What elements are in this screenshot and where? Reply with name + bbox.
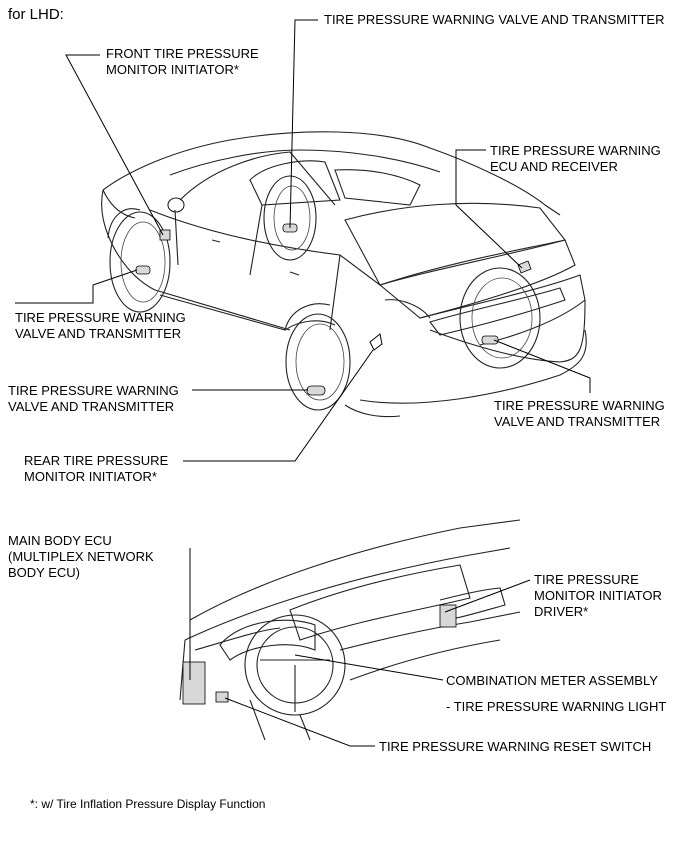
dashboard-parts [182, 604, 457, 705]
valve-front-left-label: TIRE PRESSURE WARNING VALVE AND TRANSMIT… [15, 310, 186, 341]
diagram-header: for LHD: [8, 6, 64, 23]
leader-lines-lower [189, 548, 531, 747]
reset-switch-label: TIRE PRESSURE WARNING RESET SWITCH [379, 739, 652, 754]
ecu-receiver-label: TIRE PRESSURE WARNING ECU AND RECEIVER [490, 143, 661, 174]
front-left-valve-part [135, 265, 151, 275]
reset-switch-part [215, 691, 229, 703]
rear-initiator-label: REAR TIRE PRESSURE MONITOR INITIATOR* [24, 453, 169, 484]
main-body-ecu-part [182, 661, 206, 705]
car-parts [135, 223, 532, 396]
leader-lines-upper [15, 19, 591, 462]
valve-rear-left-label: TIRE PRESSURE WARNING VALVE AND TRANSMIT… [8, 383, 179, 414]
valve-top-label: TIRE PRESSURE WARNING VALVE AND TRANSMIT… [324, 12, 665, 27]
rear-left-valve-part [306, 385, 326, 396]
front-initiator-label: FRONT TIRE PRESSURE MONITOR INITIATOR* [106, 46, 259, 77]
initiator-driver-part [439, 604, 457, 628]
combination-meter-label: COMBINATION METER ASSEMBLY [446, 673, 658, 688]
rear-initiator-part [369, 333, 383, 351]
dashboard-illustration [179, 519, 521, 741]
main-body-ecu-label: MAIN BODY ECU (MULTIPLEX NETWORK BODY EC… [8, 533, 154, 580]
warning-light-label: - TIRE PRESSURE WARNING LIGHT [446, 699, 667, 714]
initiator-driver-label: TIRE PRESSURE MONITOR INITIATOR DRIVER* [534, 572, 662, 619]
footnote: *: w/ Tire Inflation Pressure Display Fu… [30, 797, 266, 811]
valve-rear-right-label: TIRE PRESSURE WARNING VALVE AND TRANSMIT… [494, 398, 665, 429]
ecu-receiver-part [517, 260, 532, 274]
front-initiator-part [159, 229, 171, 241]
car-illustration [101, 131, 587, 418]
rear-right-valve-part [481, 335, 499, 345]
